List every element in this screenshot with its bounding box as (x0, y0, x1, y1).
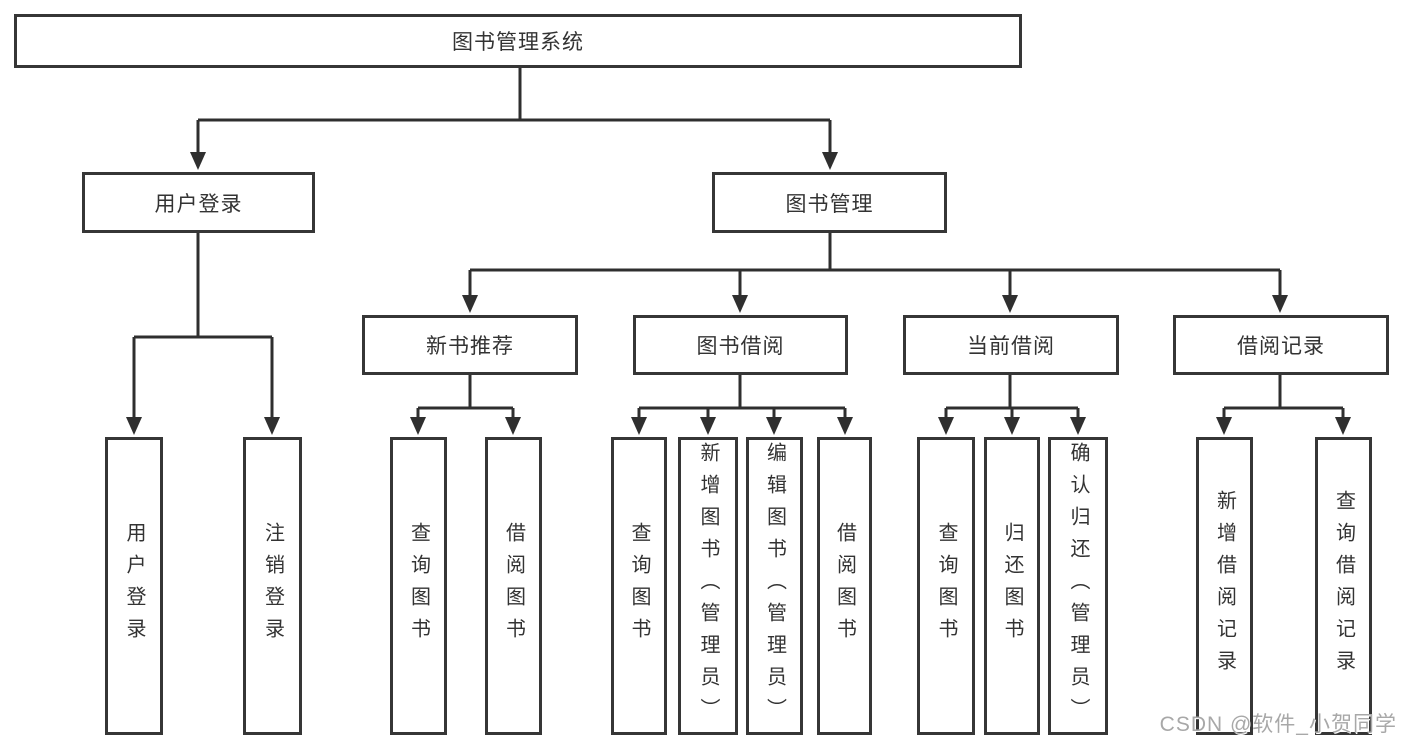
node-add-books-admin: 新增图书（管理员） (678, 437, 738, 735)
node-label: 图书管理系统 (452, 31, 584, 54)
node-label: 查询图书 (628, 522, 650, 650)
node-label: 归还图书 (1001, 522, 1023, 650)
node-book-management: 图书管理 (712, 172, 947, 233)
node-label: 查询借阅记录 (1332, 490, 1355, 682)
node-add-borrow-record: 新增借阅记录 (1196, 437, 1253, 735)
node-new-book-recommend: 新书推荐 (362, 315, 578, 375)
node-label: 借阅图书 (502, 522, 525, 650)
node-label: 用户登录 (123, 522, 145, 650)
node-label: 新增图书（管理员） (697, 442, 719, 730)
node-borrowing-records: 借阅记录 (1173, 315, 1389, 375)
node-query-books-borrowing: 查询图书 (611, 437, 667, 735)
node-label: 新增借阅记录 (1213, 490, 1236, 682)
node-label: 借阅图书 (833, 522, 856, 650)
node-label: 查询图书 (935, 522, 957, 650)
node-user-login: 用户登录 (105, 437, 163, 735)
node-label: 图书管理 (785, 192, 874, 216)
csdn-watermark: CSDN @软件_小贺同学 (1159, 713, 1397, 736)
node-query-books-recommend: 查询图书 (390, 437, 447, 735)
node-logout: 注销登录 (243, 437, 302, 735)
node-label: 借阅记录 (1237, 335, 1325, 358)
node-label: 新书推荐 (426, 335, 514, 358)
node-query-borrow-record: 查询借阅记录 (1315, 437, 1372, 735)
node-query-books-current: 查询图书 (917, 437, 975, 735)
node-label: 图书借阅 (696, 335, 785, 358)
node-edit-books-admin: 编辑图书（管理员） (746, 437, 803, 735)
node-label: 注销登录 (261, 522, 284, 650)
node-user-login-group: 用户登录 (82, 172, 315, 233)
node-book-borrowing: 图书借阅 (633, 315, 848, 375)
node-current-borrowing: 当前借阅 (903, 315, 1119, 375)
node-label: 编辑图书（管理员） (763, 442, 786, 730)
node-borrow-books-recommend: 借阅图书 (485, 437, 542, 735)
node-confirm-return-admin: 确认归还（管理员） (1048, 437, 1108, 735)
node-label: 查询图书 (407, 522, 430, 650)
node-borrow-books-borrowing: 借阅图书 (817, 437, 872, 735)
node-label: 用户登录 (154, 192, 243, 216)
node-library-system: 图书管理系统 (14, 14, 1022, 68)
node-label: 当前借阅 (967, 335, 1055, 358)
node-return-books: 归还图书 (984, 437, 1040, 735)
node-label: 确认归还（管理员） (1067, 442, 1089, 730)
